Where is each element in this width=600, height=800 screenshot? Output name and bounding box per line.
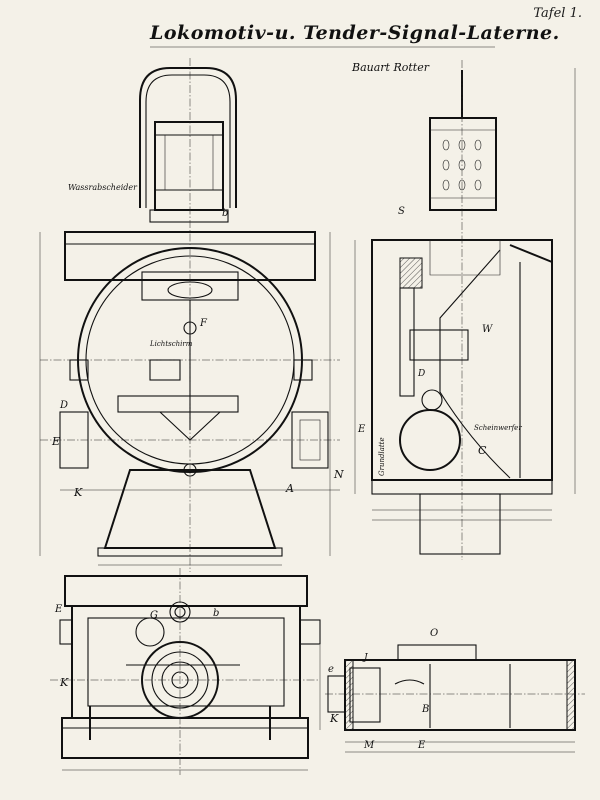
label-front-k: K	[73, 486, 83, 499]
label-plan-g: G	[150, 610, 158, 621]
label-plan-b: b	[213, 608, 219, 619]
plan-top-rail	[64, 575, 308, 607]
reflector-housing	[509, 244, 553, 481]
front-view	[39, 58, 340, 572]
label-section-j: J	[362, 653, 369, 663]
label-side-e: E	[357, 424, 366, 435]
label-front-b: b	[222, 208, 228, 219]
label-wasserabscheider: Wassrabscheider	[68, 183, 138, 192]
label-plan-e: E	[54, 604, 63, 615]
drawing-title: Lokomotiv-u. Tender-Signal-Laterne.	[150, 22, 560, 44]
plate-label: Tafel 1.	[533, 6, 582, 21]
label-side-c: C	[478, 444, 487, 457]
plan-view	[50, 568, 321, 775]
drawing-subtitle: Bauart Rotter	[352, 61, 429, 74]
label-scheinwerfer: Scheinwerfer	[474, 424, 522, 432]
side-chimney	[429, 117, 497, 211]
label-section-e: e	[328, 664, 334, 675]
label-lichtschirm: Lichtschirm	[149, 340, 193, 348]
plan-body	[71, 605, 301, 719]
label-section-o: O	[430, 628, 438, 639]
label-plan-k: K	[59, 676, 69, 689]
label-section-b: B	[421, 704, 429, 715]
section-top-cap	[397, 644, 477, 661]
label-front-e: E	[51, 435, 60, 448]
plan-base	[61, 717, 309, 759]
label-section-e2: E	[417, 740, 426, 751]
label-side-w: W	[482, 324, 493, 335]
label-front-a: A	[285, 482, 294, 495]
label-side-d: D	[417, 369, 425, 379]
oil-tank	[399, 409, 461, 471]
label-grundlatte: Grundlatte	[378, 437, 386, 476]
carry-handle	[139, 67, 237, 208]
label-section-k: K	[329, 712, 339, 725]
label-front-f: F	[199, 318, 208, 329]
label-section-m: M	[363, 740, 375, 751]
label-front-n: N	[333, 468, 344, 481]
label-front-d: D	[59, 400, 68, 411]
side-view	[354, 60, 576, 560]
section-view	[319, 644, 585, 753]
label-side-s: S	[398, 206, 405, 217]
